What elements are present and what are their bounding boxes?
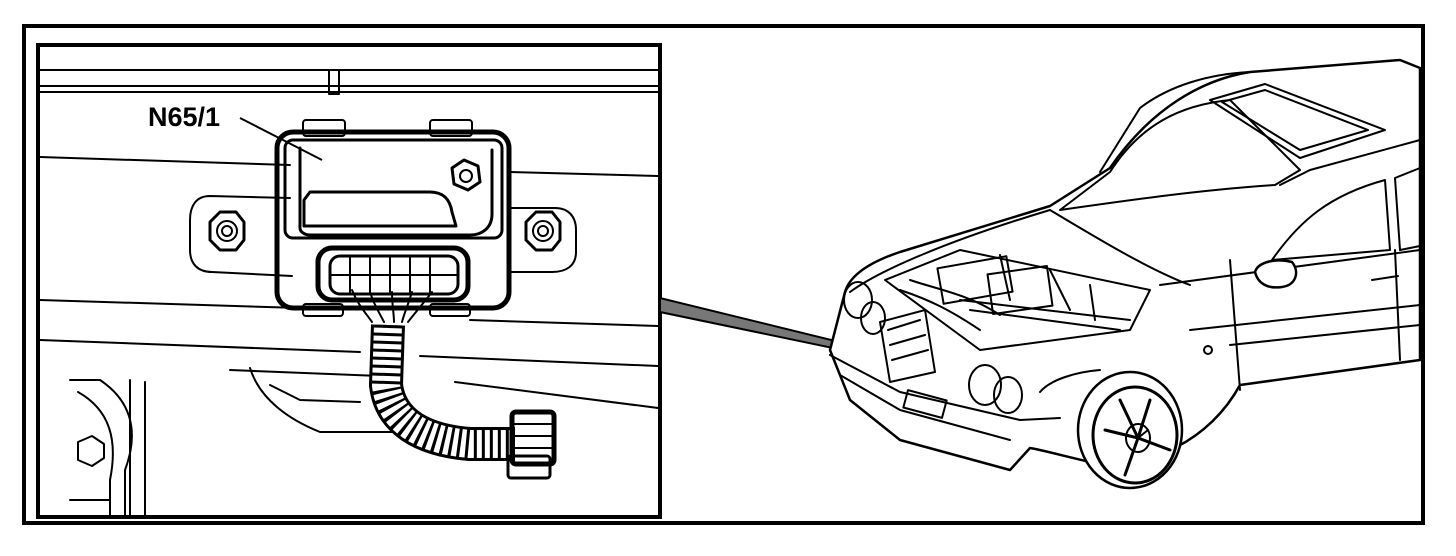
- car-grille: [887, 319, 929, 361]
- panel-edge: [509, 171, 659, 177]
- panel-edge: [39, 299, 301, 309]
- car-grille: [879, 309, 936, 383]
- engine-block: [986, 265, 1054, 315]
- car-side-window: [1394, 167, 1421, 251]
- car-bumper: [839, 374, 1011, 441]
- car-mirror: [1253, 259, 1298, 289]
- car-door-line: [1394, 249, 1401, 361]
- wire-bundle: [391, 291, 395, 323]
- left-mount-ear: [189, 195, 293, 277]
- panel-edge: [469, 319, 659, 327]
- left-nut: [208, 210, 246, 252]
- car-fender: [1039, 369, 1101, 393]
- rail-tab: [328, 69, 340, 95]
- right-nut: [524, 210, 562, 252]
- right-headlight: [968, 364, 1002, 406]
- right-headlight: [993, 376, 1023, 414]
- front-wheel: [1076, 370, 1184, 490]
- panel-edge: [454, 381, 659, 409]
- car-side-molding: [1189, 304, 1421, 331]
- engine-lines: [959, 254, 1131, 331]
- panel-edge: [229, 369, 381, 377]
- wire-bundle: [369, 291, 385, 323]
- panel-edge: [39, 339, 361, 353]
- left-bolt-hex: [77, 435, 105, 467]
- car-illustration: [828, 58, 1422, 490]
- end-connector: [506, 409, 557, 480]
- panel-edge: [39, 156, 291, 166]
- engine-bay: [884, 249, 1151, 351]
- right-mount-ear: [507, 207, 577, 273]
- wire-bundle: [351, 289, 373, 323]
- car-a-pillar: [1279, 139, 1421, 186]
- side-marker-light: [1203, 345, 1213, 355]
- car-door-handle: [1371, 275, 1399, 281]
- engine-hoses: [899, 279, 1001, 331]
- car-side-window: [1271, 179, 1391, 261]
- conduit-ribs: [370, 324, 515, 459]
- panel-edge: [419, 355, 659, 367]
- wire-bundle: [401, 291, 413, 323]
- car-sunroof: [1221, 89, 1369, 151]
- car-windshield: [1059, 99, 1301, 211]
- engine-block: [936, 255, 1014, 305]
- car-sill: [1229, 324, 1421, 346]
- left-headlight: [843, 281, 873, 319]
- component-label: N65/1: [148, 102, 220, 132]
- car-bumper: [829, 354, 1061, 421]
- car-roof-line: [1099, 71, 1251, 173]
- car-cowl: [1049, 209, 1191, 286]
- detail-inset: N65/1: [36, 43, 662, 519]
- lower-bracket: [269, 384, 361, 403]
- license-plate: [902, 389, 948, 419]
- left-post: [77, 391, 114, 516]
- wire-bundle: [407, 291, 433, 323]
- left-headlight: [860, 301, 886, 335]
- callout-leader: [239, 117, 323, 161]
